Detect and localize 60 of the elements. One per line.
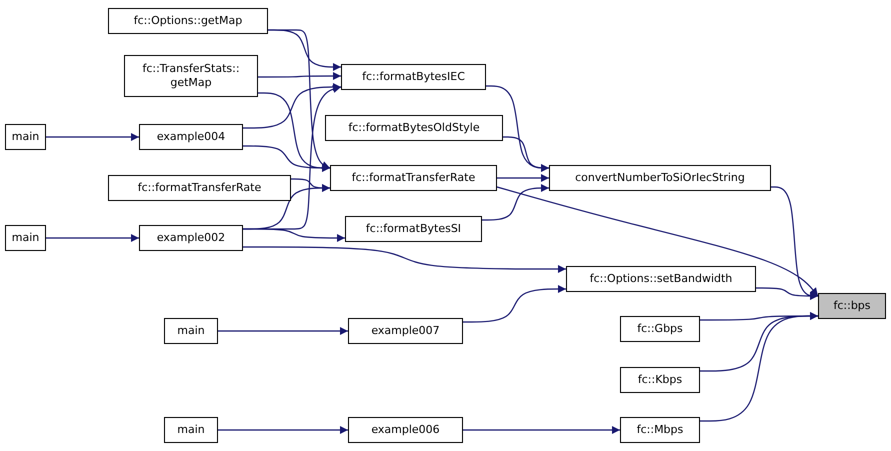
function-name: main (177, 324, 205, 338)
function-box (549, 165, 771, 191)
call-arrow (258, 72, 341, 80)
function-box (345, 216, 482, 242)
call-arrow (218, 327, 348, 335)
function-box (124, 55, 258, 97)
function-box (164, 417, 218, 443)
call-arrow (243, 246, 566, 273)
function-box (139, 225, 243, 251)
function-name: fc::Options::setBandwidth (590, 272, 732, 286)
call-arrow (463, 426, 620, 434)
call-arrow (46, 234, 139, 242)
function-name: fc::bps (833, 299, 871, 313)
function-name: fc::formatTransferRate (138, 181, 262, 195)
function-box (620, 367, 700, 393)
function-box (348, 318, 463, 344)
call-arrow (482, 184, 549, 221)
function-name: fc::Mbps (636, 423, 684, 437)
function-name: fc::Kbps (638, 373, 682, 387)
function-box (139, 124, 243, 150)
function-box (5, 225, 46, 251)
function-box (325, 115, 503, 141)
function-box (5, 124, 46, 150)
call-arrow (496, 186, 818, 296)
function-box (330, 165, 497, 191)
function-box (348, 417, 463, 443)
function-name: fc::formatBytesSI (366, 222, 462, 236)
call-arrow (46, 133, 139, 141)
call-arrow (243, 145, 330, 172)
function-name: example006 (371, 423, 440, 437)
function-name: main (177, 423, 205, 437)
function-name: convertNumberToSiOrIecString (575, 171, 745, 185)
function-name: main (12, 130, 40, 144)
function-name: example004 (156, 130, 226, 144)
function-box (566, 266, 756, 292)
function-box (818, 293, 886, 319)
function-box (108, 175, 291, 201)
call-arrow (503, 136, 549, 172)
call-arrow (243, 228, 345, 242)
function-name: fc::Gbps (637, 322, 683, 336)
function-box (341, 64, 486, 90)
call-arrow (243, 83, 341, 129)
function-name: example002 (156, 231, 226, 245)
call-arrow (218, 426, 348, 434)
call-arrow (756, 287, 818, 300)
function-box (620, 316, 700, 342)
function-box (108, 8, 268, 34)
function-name: fc::Options::getMap (134, 14, 242, 28)
function-name: main (12, 231, 40, 245)
function-name: fc::formatBytesOldStyle (348, 121, 480, 135)
call-arrow (700, 312, 818, 422)
call-arrow (463, 285, 566, 323)
function-name: fc::formatBytesIEC (362, 70, 465, 84)
function-box (620, 417, 700, 443)
call-arrow (268, 29, 330, 169)
function-name: example007 (371, 324, 440, 338)
function-name: fc::formatTransferRate (352, 171, 476, 185)
function-box (164, 318, 218, 344)
call-arrow (497, 174, 549, 182)
function-name: fc::TransferStats:: getMap (141, 62, 241, 90)
